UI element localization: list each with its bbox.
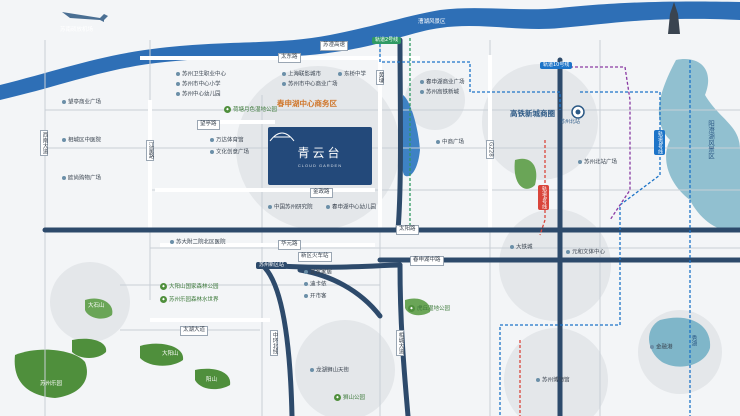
poi-p32[interactable]: ◆虎丘湿地公园 xyxy=(408,305,450,313)
poi-p19[interactable]: 中商广场 xyxy=(436,140,464,146)
road-suhe: 苏澄高速 xyxy=(320,41,349,51)
poi-p33: 大石山 xyxy=(88,303,105,309)
poi-p31[interactable]: ◆苏州乐园森林水世界 xyxy=(160,296,219,304)
poi-p17[interactable]: 春申湖商业广场 xyxy=(420,80,465,86)
poi-p9[interactable]: 欧尚购物广场 xyxy=(62,176,101,182)
poi-p5[interactable]: 苏州市中心商业广场 xyxy=(282,82,338,88)
scenic-yangcheng: 阳澄湖风景区 xyxy=(706,120,715,159)
poi-p4[interactable]: 上海联影城市 xyxy=(282,72,321,78)
road-youfa: 太湖大道 xyxy=(180,326,209,336)
park-3 xyxy=(514,158,537,189)
lion-district-circle xyxy=(295,320,395,416)
poi-p36[interactable]: 苏州博物馆 xyxy=(536,378,570,384)
project-name: 青云台 xyxy=(297,146,343,160)
poi-p15[interactable]: 中国苏州研究院 xyxy=(268,205,313,211)
poi-p16[interactable]: 春申湖中心幼儿园 xyxy=(326,205,376,211)
poi-p30[interactable]: ◆大阳山国家森林公园 xyxy=(160,283,219,291)
road-south: 相城大道 xyxy=(396,330,404,356)
poi-p28[interactable]: 迪卡侬 xyxy=(304,282,327,288)
project-emblem-icon xyxy=(269,132,295,142)
road-wangting: 望亭路 xyxy=(197,120,220,130)
east-district-circle xyxy=(499,209,611,321)
poi-p35: 阳山 xyxy=(206,377,218,383)
project-subtitle: CLOUD GARDEN xyxy=(297,163,343,168)
poi-p25[interactable]: 苏大附二院北区医院 xyxy=(170,240,226,246)
station-xincheng[interactable]: 苏州新区站 xyxy=(256,262,288,269)
poi-p37[interactable]: 元和文体中心 xyxy=(566,250,605,256)
station-xincheng-area[interactable]: 新区火车站 xyxy=(298,252,332,262)
scenic-chenghu: 漕湖风景区 xyxy=(418,19,446,25)
road-jiangxing: 江星路 xyxy=(146,140,154,161)
poi-p24[interactable]: 苏州北站广场 xyxy=(578,160,617,166)
district-central: 春申湖中心商务区 xyxy=(277,99,337,108)
poi-p29[interactable]: 开市客 xyxy=(304,294,327,300)
poi-p10[interactable]: ◆荷塘月色湿地公园 xyxy=(224,106,277,114)
poi-p11[interactable]: 万达体育馆 xyxy=(210,138,244,144)
poi-p2[interactable]: 苏州市中心小学 xyxy=(176,82,221,88)
road-huangdai: 黄埭 xyxy=(376,70,384,85)
river xyxy=(0,1,740,101)
forest-2 xyxy=(72,338,107,358)
park-1 xyxy=(85,298,113,319)
metro-l8: 轨道8号线 xyxy=(654,130,665,156)
forest-4 xyxy=(195,368,231,390)
yangcheng-lake xyxy=(658,59,740,231)
project-logo[interactable]: 青云台 CLOUD GARDEN xyxy=(268,127,372,185)
airplane-icon xyxy=(62,12,108,22)
metro-l4: 轨道4号线 xyxy=(538,185,549,211)
poi-p7[interactable]: 望亭商业广场 xyxy=(62,100,101,106)
poi-p27[interactable]: 宜家家居 xyxy=(304,270,332,276)
airport-label: 苏南硕放机场 xyxy=(60,27,94,33)
road-ring: 中环北线 xyxy=(270,330,278,356)
station-north[interactable]: 苏州北站 xyxy=(560,119,581,125)
metro-l10: 轨道10号线 xyxy=(540,62,573,69)
forest-3 xyxy=(140,343,184,366)
road-huayuan: 华元路 xyxy=(278,240,301,250)
north-district-circle xyxy=(405,70,465,130)
road-g228: G228 xyxy=(486,140,494,159)
poi-p6[interactable]: 东桥中学 xyxy=(338,72,366,78)
poi-p40[interactable]: 龙湖狮山天街 xyxy=(310,368,349,374)
road-jinzhong: 金政路 xyxy=(310,188,333,198)
road-taiyang: 太阳路 xyxy=(396,225,419,235)
poi-p47: 苏州乐园 xyxy=(40,381,63,387)
poi-p1[interactable]: 苏州卫生职业中心 xyxy=(176,72,226,78)
district-hsr: 高铁新城商圈 xyxy=(510,109,555,118)
poi-p46[interactable]: 金融港 xyxy=(650,345,673,351)
tower-icon xyxy=(668,2,680,34)
road-xiangcheng: 西南大道 xyxy=(40,130,48,156)
scenic-xiuhu: 秀湖 xyxy=(690,335,697,346)
road-chunshen: 春申湖中路 xyxy=(410,256,444,266)
poi-p41[interactable]: ◆狮山公园 xyxy=(334,394,365,402)
forest-1 xyxy=(14,349,87,398)
south-district-circle xyxy=(504,328,608,416)
poi-p18[interactable]: 苏州高铁新城 xyxy=(420,90,459,96)
hsr-district-circle xyxy=(482,64,598,180)
south-lake xyxy=(648,317,711,367)
road-taidong: 太东路 xyxy=(278,53,301,63)
poi-p34: 大阳山 xyxy=(162,351,179,357)
poi-p3[interactable]: 苏州中心幼儿园 xyxy=(176,92,221,98)
poi-p12[interactable]: 文化创意广场 xyxy=(210,150,249,156)
poi-p8[interactable]: 相城区中医院 xyxy=(62,138,101,144)
metro-l2: 轨道2号线 xyxy=(372,37,402,44)
poi-p38[interactable]: 大铁城 xyxy=(510,245,533,251)
